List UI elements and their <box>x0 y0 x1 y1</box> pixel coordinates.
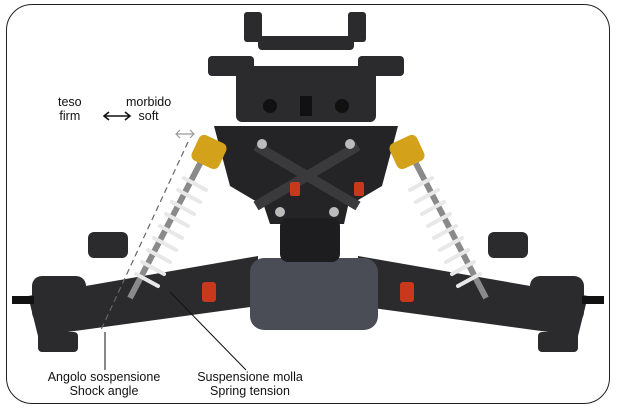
wiring <box>202 182 414 302</box>
firm-soft-arrow-icon <box>102 111 132 121</box>
spring-tension-leader <box>169 291 247 371</box>
label-spring-tension: Suspensione molla Spring tension <box>197 370 303 398</box>
upper-tower <box>208 12 404 122</box>
shock-tower <box>214 126 398 224</box>
rc-buggy-illustration <box>12 12 604 371</box>
label-soft: morbido soft <box>126 95 172 123</box>
right-shock <box>389 134 489 300</box>
label-shock-angle: Angolo sospensione Shock angle <box>47 370 161 398</box>
front-bumper <box>250 258 378 330</box>
label-firm: teso firm <box>58 95 82 123</box>
lower-arms <box>12 232 604 352</box>
left-shock <box>127 134 227 300</box>
shock-angle-guide <box>99 141 189 333</box>
adjust-arrow-small <box>175 129 195 139</box>
